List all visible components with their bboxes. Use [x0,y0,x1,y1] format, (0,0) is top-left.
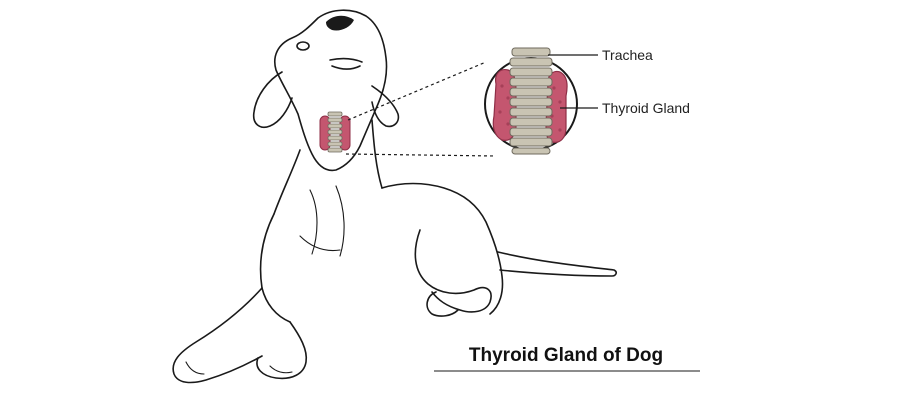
dog-tail [498,252,616,276]
dog-ear-left [254,72,292,127]
magnified-inset [485,48,577,154]
page-title: Thyroid Gland of Dog [469,345,663,366]
dog-hind-paw [427,292,458,316]
trachea-rings [510,48,552,154]
thyroid-gland-label: Thyroid Gland [602,100,690,116]
trachea-on-dog [328,112,342,152]
dog-mouth [330,59,362,69]
thyroid-on-dog [320,112,350,152]
dog-eye [297,42,309,50]
callout-lines [346,62,496,156]
dog-body [261,184,503,323]
trachea-label: Trachea [602,47,653,63]
dog-chest-folds [300,186,344,256]
dog-ear-right [372,86,398,126]
dog-front-leg-right [257,322,306,378]
dog-nose [326,16,354,31]
dog-front-leg-left [173,288,262,382]
dog-hind-leg [415,230,491,312]
